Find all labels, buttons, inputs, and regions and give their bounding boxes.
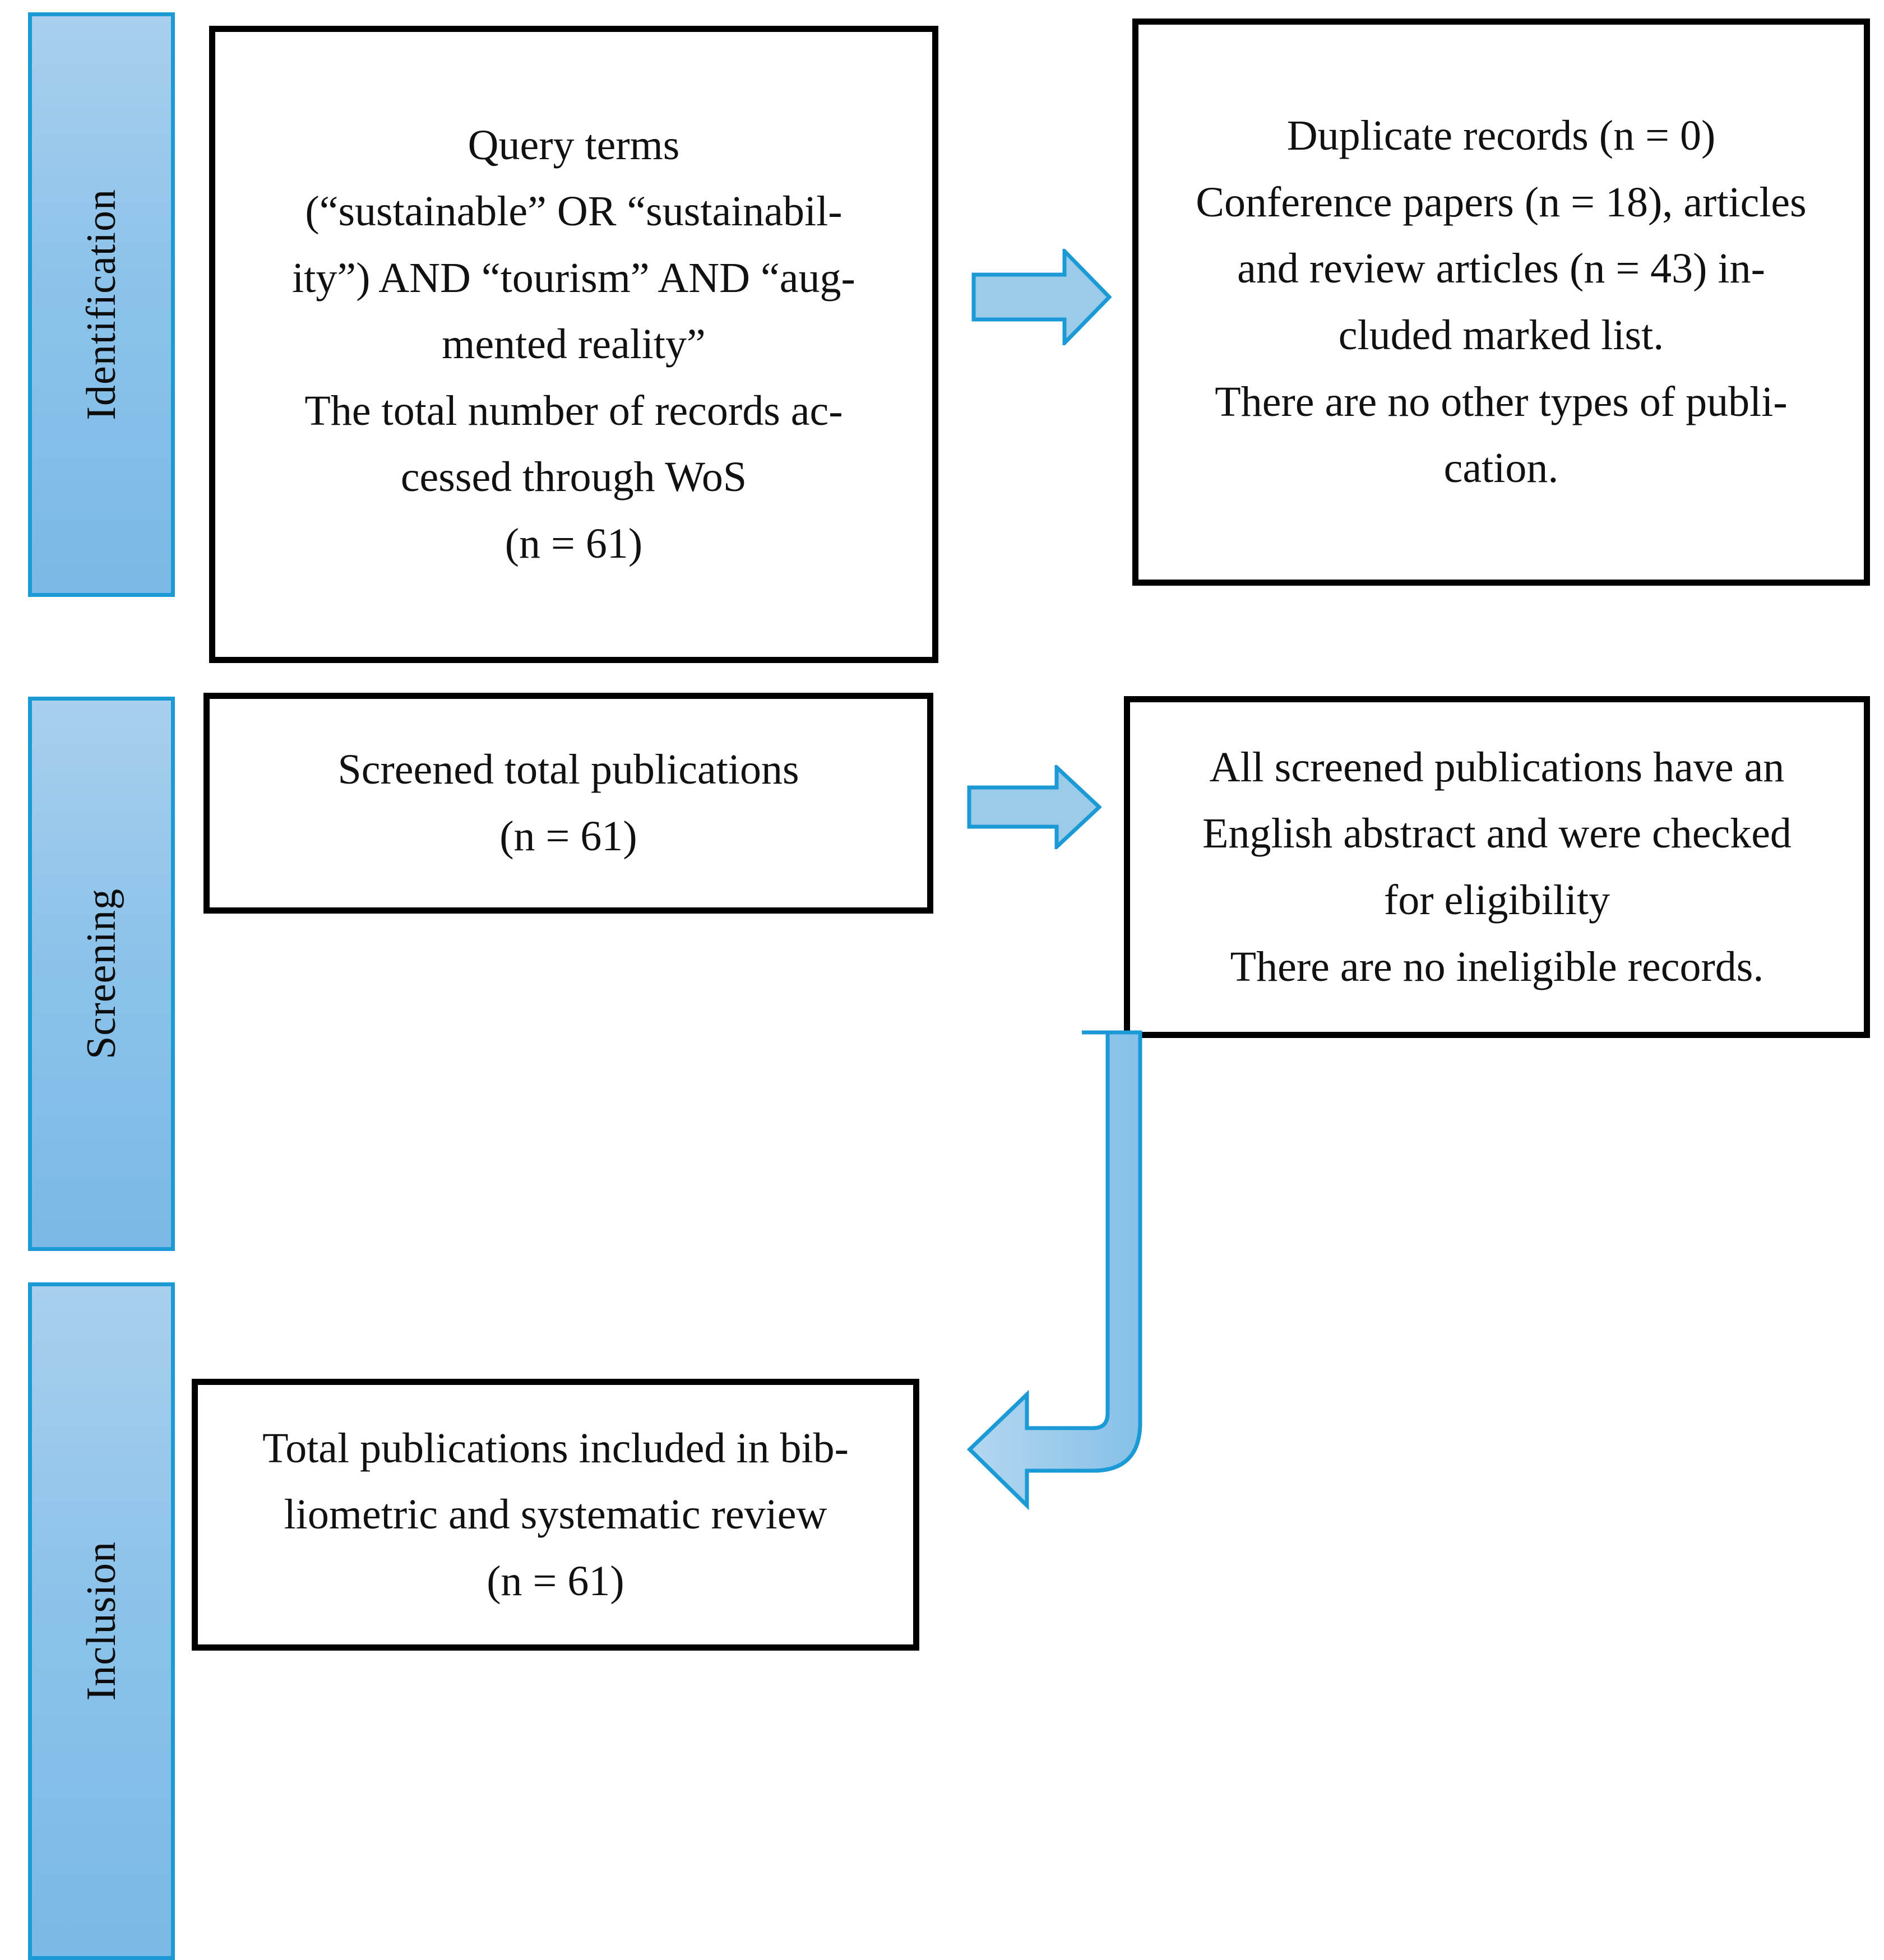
eligibility-check-box: All screened publications have an Englis… [1124,696,1870,1038]
excluded-records-box: Duplicate records (n = 0) Conference pap… [1132,18,1870,586]
screened-publications-box: Screened total publications (n = 61) [203,693,933,914]
stage-label-inclusion: Inclusion [78,1541,124,1701]
screened-publications-text: Screened total publications (n = 61) [337,746,799,860]
included-publications-text: Total publications included in bib- liom… [262,1424,849,1605]
arrow-right-icon [967,765,1101,849]
stage-bar-inclusion: Inclusion [28,1282,175,1960]
arrow-down-left-elbow-icon [966,1030,1142,1510]
stage-bar-screening: Screening [28,697,175,1251]
excluded-records-text: Duplicate records (n = 0) Conference pap… [1196,112,1807,492]
identification-arrow [971,249,1112,345]
arrow-right-icon [971,249,1112,345]
stage-label-screening: Screening [78,888,124,1059]
stage-label-identification: Identification [78,189,124,420]
inclusion-arrow [965,1030,1189,1540]
included-publications-box: Total publications included in bib- liom… [192,1379,919,1651]
query-terms-text: Query terms (“sustainable” OR “sustainab… [292,121,855,567]
query-terms-box: Query terms (“sustainable” OR “sustainab… [209,26,938,663]
stage-bar-identification: Identification [28,12,175,597]
eligibility-check-text: All screened publications have an Englis… [1202,743,1792,990]
screening-arrow [967,765,1101,849]
